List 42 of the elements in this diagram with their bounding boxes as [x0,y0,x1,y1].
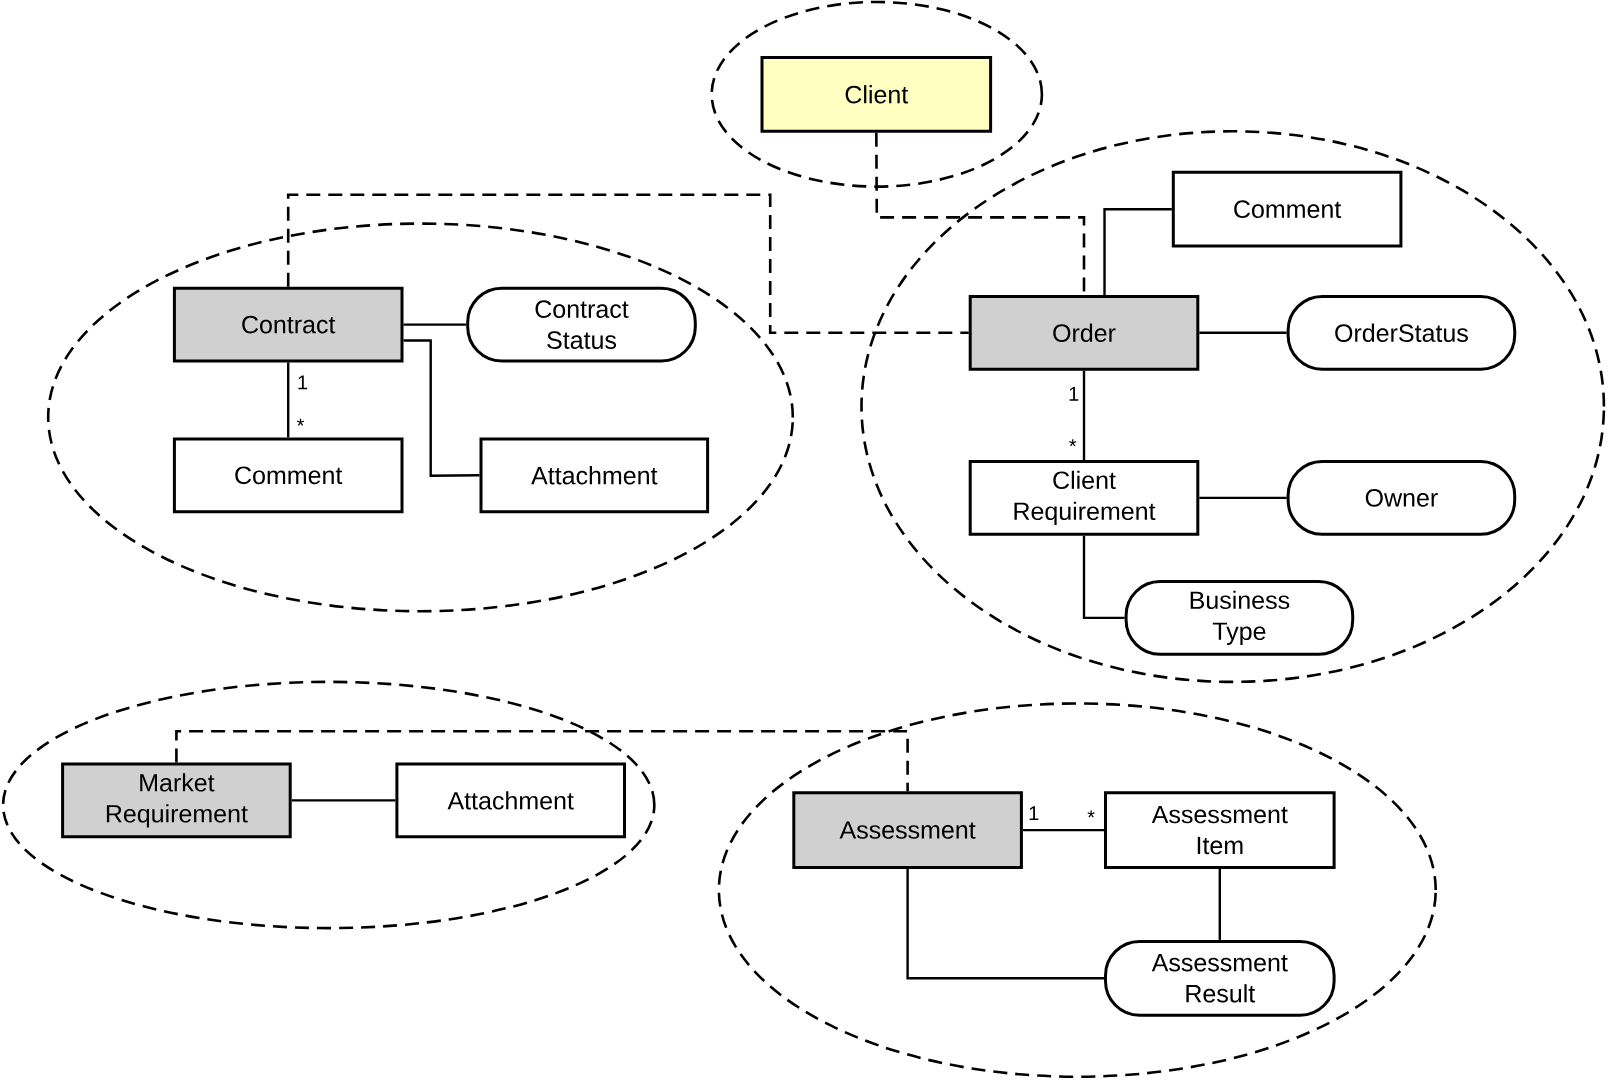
connector [1082,370,1086,460]
connector [287,362,290,438]
connector [1022,828,1104,832]
connector [906,869,1104,980]
multiplicity-label: 1 [298,375,308,390]
attribute-pill: Business Type [1124,580,1355,656]
connector [1103,208,1172,295]
entity-box: Client Requirement [968,460,1200,536]
entity-box: Client [760,55,993,133]
entity-box: Comment [172,437,404,514]
entity-box: Attachment [395,762,626,839]
multiplicity-label: * [1087,810,1095,818]
entity-box: Attachment [479,437,710,514]
attribute-pill: Owner [1286,460,1517,536]
entity-box: Assessment [792,791,1023,869]
connector [1082,535,1125,620]
group-ellipse [717,702,1437,1078]
entity-box: Comment [1171,170,1403,248]
connector [291,799,396,802]
connector [403,339,480,477]
connector [1218,869,1221,940]
entity-box: Order [968,294,1200,371]
multiplicity-label: 1 [1069,386,1079,401]
attribute-pill: OrderStatus [1286,294,1517,371]
group-ellipse [1,680,656,930]
connector [175,729,909,792]
entity-box: Market Requirement [61,762,292,839]
connector [1199,331,1287,334]
entity-box: Assessment Item [1104,791,1336,869]
multiplicity-label: * [1069,439,1077,447]
multiplicity-label: 1 [1029,806,1039,821]
connector [403,323,467,326]
connector [875,132,1086,295]
attribute-pill: Assessment Result [1104,939,1336,1017]
entity-box: Contract [172,286,404,363]
group-ellipse [710,0,1044,188]
attribute-pill: Contract Status [466,286,697,363]
group-ellipse [860,130,1606,684]
multiplicity-label: * [296,418,305,426]
connector [286,193,969,335]
group-ellipse [46,222,795,613]
connector [1199,496,1287,500]
